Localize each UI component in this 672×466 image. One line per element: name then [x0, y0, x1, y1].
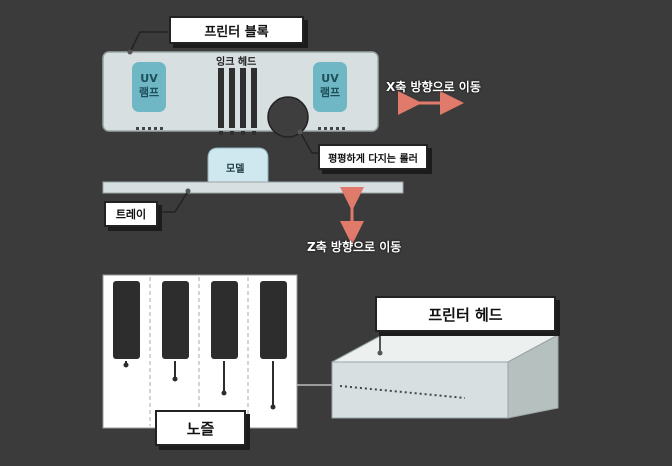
tray	[102, 181, 404, 194]
leveling-roller-label: 평평하게 다지는 롤러	[318, 144, 428, 170]
tray-label: 트레이	[104, 201, 158, 227]
ink-drips	[219, 131, 256, 135]
uv-lamp-right-line1: UV	[321, 72, 339, 85]
leader-printer-block	[129, 31, 168, 53]
x-axis-move-label: X축 방향으로 이동	[386, 80, 481, 94]
nozzle-bars	[113, 281, 287, 359]
uv-lamp-right	[313, 62, 347, 112]
leveling-roller	[267, 96, 309, 138]
ink-head-bars	[218, 68, 257, 128]
uv-lamp-left	[132, 62, 166, 112]
nozzle-dividers	[149, 277, 249, 426]
uv-lamp-left-line2: 램프	[138, 86, 160, 99]
model-label: 모델	[226, 164, 245, 175]
leader-tray	[160, 190, 189, 213]
ink-head-label: 잉크 헤드	[216, 57, 257, 68]
model-shape	[207, 147, 269, 183]
uv-lamp-right-label: UV 램프	[313, 72, 347, 100]
uv-lamp-right-line2: 램프	[319, 86, 341, 99]
uv-lamp-left-line1: UV	[140, 72, 158, 85]
z-axis-move-label: Z축 방향으로 이동	[307, 240, 402, 254]
uv-lamp-left-label: UV 램프	[132, 72, 166, 100]
nozzle-label: 노즐	[155, 410, 246, 446]
printer-head-label: 프린터 헤드	[375, 296, 556, 332]
leader-roller	[299, 131, 320, 154]
printer-head-box	[331, 334, 559, 419]
printer-block-label: 프린터 블록	[169, 16, 304, 44]
uv-emission-dots	[136, 127, 345, 130]
